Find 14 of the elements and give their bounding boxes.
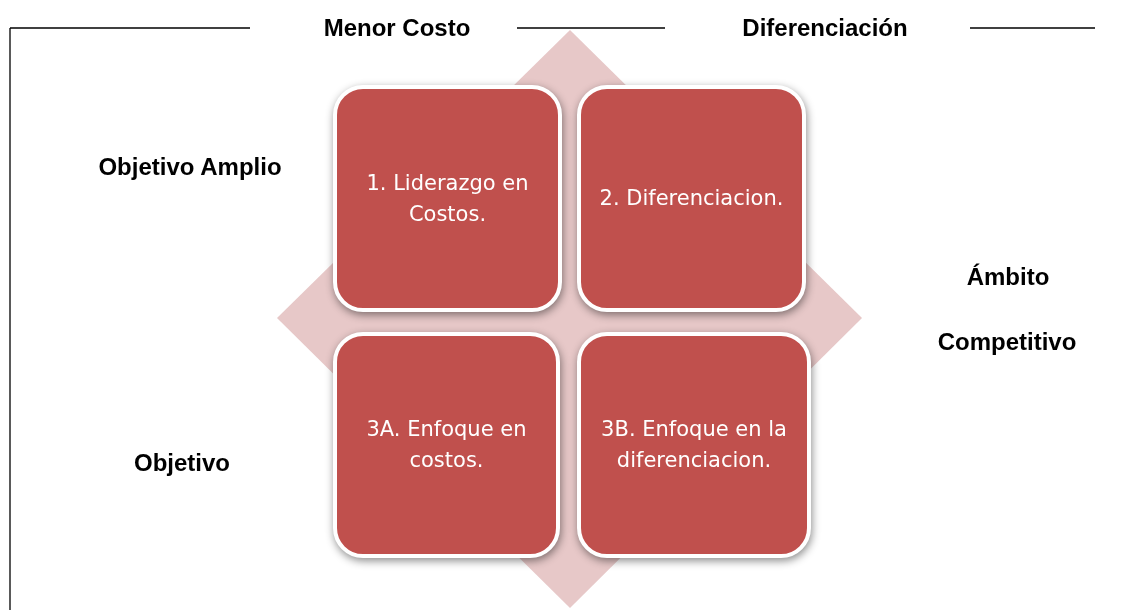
axis-label: Objetivo <box>134 449 230 477</box>
strategy-box <box>333 85 562 312</box>
strategy-label: 3A. Enfoque en costos. <box>365 416 528 474</box>
strategy-label: 1. Liderazgo en Costos. <box>365 169 530 228</box>
strategy-label: 3B. Enfoque en la diferenciacion. <box>600 416 788 474</box>
axis-label: Competitivo <box>937 328 1077 356</box>
strategy-box <box>333 332 560 558</box>
axis-label: Menor Costo <box>323 14 471 42</box>
strategy-box <box>577 85 806 312</box>
axis-label: Ámbito <box>966 263 1050 291</box>
axis-label: Diferenciación <box>742 14 908 42</box>
strategy-label: 2. Diferenciacion. <box>598 185 785 212</box>
axis-label: Objetivo Amplio <box>98 153 282 181</box>
strategy-box <box>577 332 811 558</box>
